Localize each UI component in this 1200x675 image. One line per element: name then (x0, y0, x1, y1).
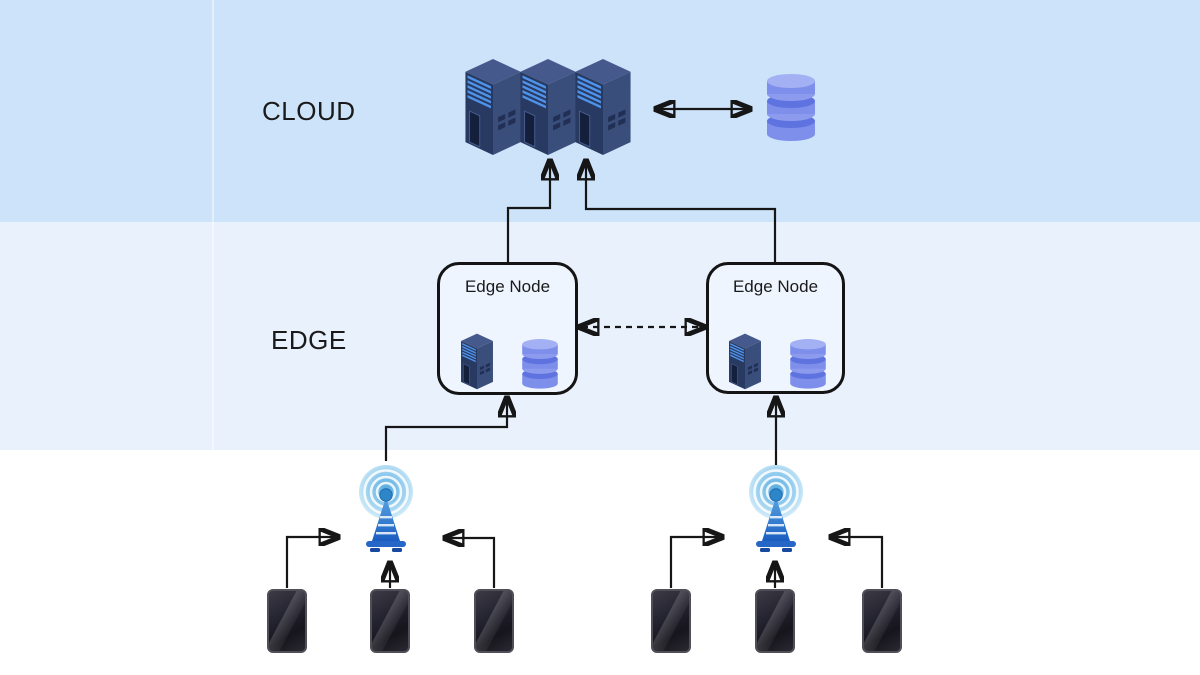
phone4-to-antenna2-connector (669, 537, 720, 588)
phone3-to-antenna1-connector (447, 538, 496, 588)
edge1-to-cloud-connector (506, 163, 550, 262)
smartphone-icon (370, 589, 410, 653)
database-icon (788, 337, 828, 390)
database-icon (763, 72, 819, 142)
smartphone-icon (755, 589, 795, 653)
smartphone-icon (267, 589, 307, 653)
edge-node-label: Edge Node (732, 277, 819, 296)
edge-layer-label: EDGE (271, 325, 347, 355)
edge-node-box: Edge Node (706, 262, 845, 394)
antenna1-to-edge1-connector (384, 400, 507, 461)
cloud-layer-label: CLOUD (262, 96, 356, 126)
smartphone-icon (474, 589, 514, 653)
background-divider-line (212, 0, 214, 450)
server-icon (462, 58, 524, 158)
antenna-icon (742, 464, 810, 556)
antenna-icon (352, 464, 420, 556)
phone1-to-antenna1-connector (285, 537, 336, 588)
server-icon (517, 58, 579, 158)
edge-layer-band (0, 222, 1200, 450)
server-icon (726, 333, 764, 391)
server-icon (572, 58, 634, 158)
edge2-to-cloud-connector (586, 163, 777, 262)
device-layer-band (0, 450, 1200, 675)
phone6-to-antenna2-connector (833, 537, 884, 588)
smartphone-icon (862, 589, 902, 653)
database-icon (520, 337, 560, 390)
edge-node-box: Edge Node (437, 262, 578, 395)
smartphone-icon (651, 589, 691, 653)
server-icon (458, 333, 496, 391)
edge-node-label: Edge Node (464, 277, 551, 296)
